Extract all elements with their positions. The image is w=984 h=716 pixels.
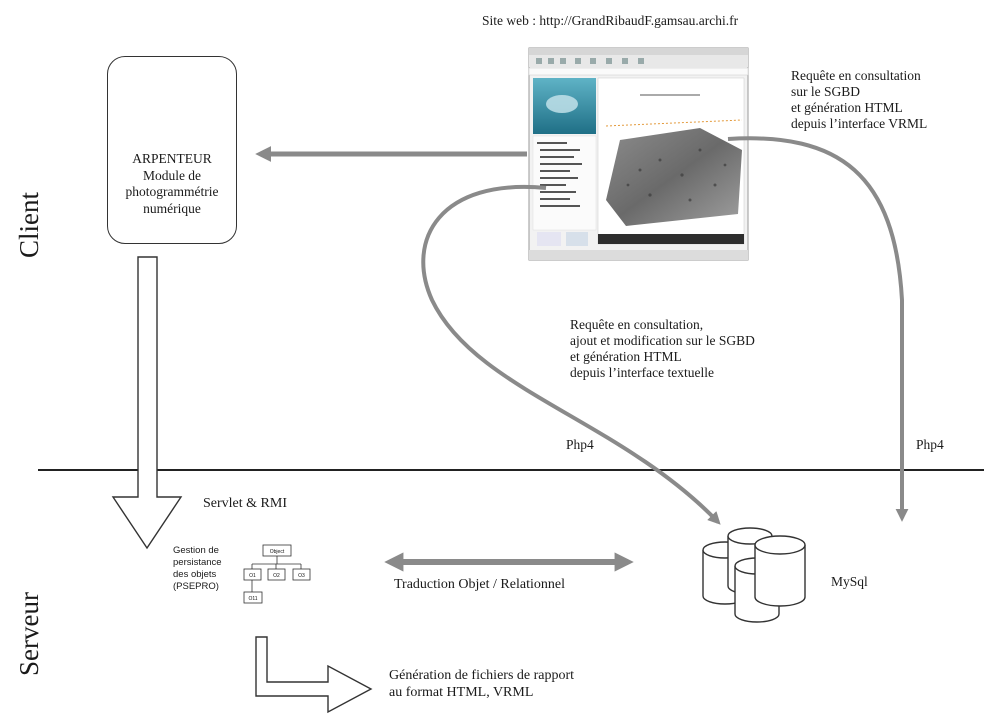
mysql-label: MySql	[831, 574, 868, 589]
report-line: Génération de fichiers de rapport	[389, 668, 575, 683]
hollow-arrow-report	[255, 636, 373, 714]
report-line: au format HTML, VRML	[389, 685, 534, 700]
uml-grandchild-label: O11	[248, 596, 257, 602]
server-section-label: Serveur	[14, 592, 44, 676]
hollow-arrow-down	[111, 256, 183, 550]
uml-child-label: O3	[298, 573, 305, 579]
persistence-line: (PSEPRO)	[173, 581, 219, 592]
note-line: Requête en consultation	[791, 68, 921, 83]
arpenteur-line: numérique	[143, 200, 201, 216]
text-request-note: Requête en consultation, ajout et modifi…	[570, 317, 755, 381]
note-line: Requête en consultation,	[570, 317, 704, 332]
website-screenshot	[528, 47, 749, 261]
vrml-request-note: Requête en consultation sur le SGBD et g…	[791, 68, 927, 132]
servlet-label: Servlet & RMI	[203, 496, 287, 511]
php4-left-label: Php4	[566, 437, 594, 452]
note-line: depuis l’interface textuelle	[570, 365, 714, 380]
client-section-label: Client	[14, 192, 44, 258]
uml-child-box	[243, 568, 262, 581]
note-line: depuis l’interface VRML	[791, 116, 928, 131]
persistence-label: Gestion de persistance des objets (PSEPR…	[173, 545, 222, 593]
persistence-line: persistance	[173, 557, 222, 568]
note-line: sur le SGBD	[791, 84, 861, 99]
uml-child-label: O1	[249, 573, 256, 579]
arpenteur-label: ARPENTEUR Module de photogrammétrie numé…	[108, 151, 236, 217]
arpenteur-box: ARPENTEUR Module de photogrammétrie numé…	[107, 56, 237, 244]
uml-child-box	[267, 568, 286, 581]
persistence-line: des objets	[173, 569, 217, 580]
uml-child-label: O2	[273, 573, 280, 579]
note-line: et génération HTML	[791, 100, 903, 115]
arrow-vrml-to-mysql	[727, 136, 909, 522]
website-label: Site web : http://GrandRibaudF.gamsau.ar…	[482, 13, 739, 28]
uml-root-label: Object	[270, 549, 285, 555]
arpenteur-title: ARPENTEUR	[132, 151, 212, 166]
uml-diagram: Object O1 O2 O3 O11	[243, 544, 311, 604]
php4-right-label: Php4	[916, 437, 944, 452]
uml-child-box	[292, 568, 311, 581]
arpenteur-line: photogrammétrie	[125, 184, 219, 199]
arrow-text-to-mysql	[421, 184, 721, 525]
note-line: et génération HTML	[570, 349, 682, 364]
note-line: ajout et modification sur le SGBD	[570, 333, 755, 348]
mapping-label: Traduction Objet / Relationnel	[394, 577, 565, 592]
persistence-line: Gestion de	[173, 545, 219, 556]
uml-grandchild-box	[243, 591, 263, 604]
report-label: Génération de fichiers de rapport au for…	[389, 667, 574, 701]
arpenteur-line: Module de	[142, 167, 202, 183]
database-icon	[702, 527, 806, 623]
